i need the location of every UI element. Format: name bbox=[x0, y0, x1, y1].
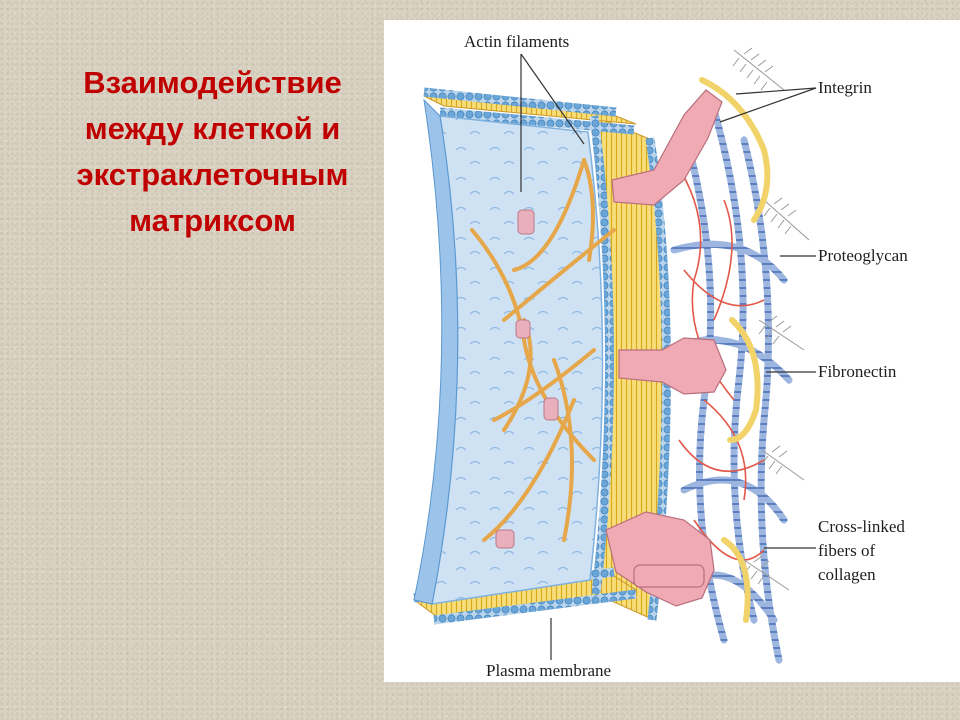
diagram-panel: Actin filaments Integrin Proteoglycan Fi… bbox=[384, 20, 960, 682]
leader-lines bbox=[520, 53, 817, 660]
cytoplasm bbox=[413, 98, 604, 605]
title-line-2: между клеткой и bbox=[84, 111, 341, 146]
fibronectin-loops bbox=[699, 77, 771, 623]
label-plasma-membrane: Plasma membrane bbox=[486, 661, 611, 680]
cell-ecm-diagram: Actin filaments Integrin Proteoglycan Fi… bbox=[412, 32, 908, 680]
label-collagen-line-3: collagen bbox=[818, 565, 876, 584]
label-collagen-line-1: Cross-linked bbox=[818, 517, 905, 536]
label-fibronectin: Fibronectin bbox=[818, 362, 897, 381]
title-line-4: матриксом bbox=[129, 203, 296, 238]
integrins bbox=[605, 89, 727, 607]
actin-anchor-proteins bbox=[495, 209, 559, 549]
slide-title: Взаимодействие между клеткой и экстракле… bbox=[40, 60, 385, 244]
label-integrin: Integrin bbox=[818, 78, 872, 97]
label-proteoglycan: Proteoglycan bbox=[818, 246, 908, 265]
proteoglycans bbox=[732, 47, 810, 591]
actin-filaments bbox=[470, 158, 616, 542]
title-line-3: экстраклеточным bbox=[76, 157, 349, 192]
label-collagen-line-2: fibers of bbox=[818, 541, 875, 560]
title-line-1: Взаимодействие bbox=[83, 65, 342, 100]
label-actin-filaments: Actin filaments bbox=[464, 32, 569, 51]
